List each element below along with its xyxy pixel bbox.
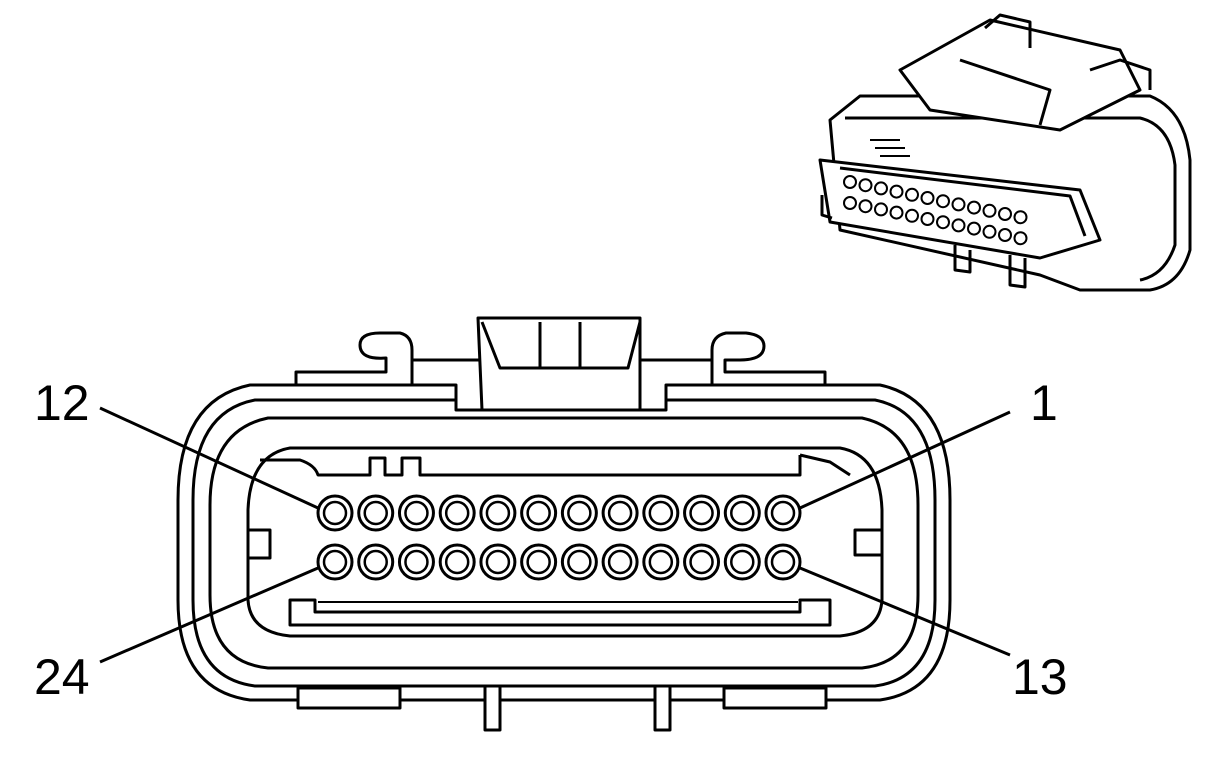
leader-pin-12 [99, 406, 319, 510]
iso-pin-hole-14 [998, 228, 1012, 242]
leader-pin-24 [99, 566, 319, 664]
pin-hole-8 [479, 494, 517, 532]
iso-pin-hole-10 [874, 181, 888, 196]
pin-hole-1 [764, 494, 802, 532]
pin-hole-5 [601, 494, 639, 532]
pin-hole-9 [438, 494, 476, 532]
pin-hole-18 [560, 543, 598, 581]
pin-hole-13 [764, 543, 802, 581]
pin-hole-19 [520, 543, 558, 581]
iso-pin-hole-17 [951, 218, 966, 233]
iso-pin-hole-12 [843, 175, 857, 189]
iso-pin-hole-1 [1013, 210, 1028, 225]
pin-hole-16 [642, 543, 680, 581]
leader-pin-13 [799, 566, 1011, 657]
iso-pin-hole-11 [858, 178, 873, 193]
iso-pin-hole-2 [998, 207, 1012, 221]
callout-label-24: 24 [34, 649, 90, 705]
pin-hole-20 [479, 543, 517, 581]
iso-pin-hole-13 [1013, 231, 1028, 246]
iso-pin-hole-6 [936, 194, 950, 209]
iso-pin-hole-3 [982, 203, 997, 218]
callout-leaders [99, 406, 1011, 664]
pin-hole-15 [683, 543, 721, 581]
iso-pin-hole-23 [858, 199, 873, 214]
leader-pin-1 [799, 410, 1011, 510]
pin-hole-7 [520, 494, 558, 532]
iso-pin-hole-16 [967, 221, 981, 236]
pin-hole-23 [357, 543, 395, 581]
iso-pin-hole-8 [905, 187, 919, 202]
callout-label-13: 13 [1012, 649, 1068, 705]
callout-label-1: 1 [1030, 375, 1058, 431]
pin-hole-6 [560, 494, 598, 532]
pin-hole-21 [438, 543, 476, 581]
iso-pin-hole-24 [843, 196, 857, 210]
pin-holes [316, 494, 802, 581]
pin-hole-2 [723, 494, 761, 532]
pin-hole-12 [316, 494, 354, 532]
iso-pin-hole-5 [951, 197, 966, 212]
connector-front-view [176, 316, 952, 732]
iso-pin-hole-7 [920, 191, 935, 205]
iso-pin-hole-18 [936, 215, 950, 230]
pin-hole-14 [723, 543, 761, 581]
callout-label-12: 12 [34, 375, 90, 431]
connector-isometric-view [818, 13, 1192, 292]
iso-pin-hole-20 [905, 208, 919, 223]
isometric-pin-holes [843, 175, 1028, 246]
pin-hole-17 [601, 543, 639, 581]
pin-hole-24 [316, 543, 354, 581]
iso-pin-hole-9 [889, 184, 904, 199]
pin-hole-4 [642, 494, 680, 532]
iso-pin-hole-15 [982, 224, 997, 239]
pin-hole-11 [357, 494, 395, 532]
pin-hole-10 [397, 494, 435, 532]
iso-pin-hole-19 [920, 212, 935, 226]
iso-pin-hole-21 [889, 205, 904, 220]
iso-pin-hole-4 [967, 200, 981, 215]
pin-hole-22 [397, 543, 435, 581]
pin-hole-3 [683, 494, 721, 532]
iso-pin-hole-22 [874, 202, 888, 217]
